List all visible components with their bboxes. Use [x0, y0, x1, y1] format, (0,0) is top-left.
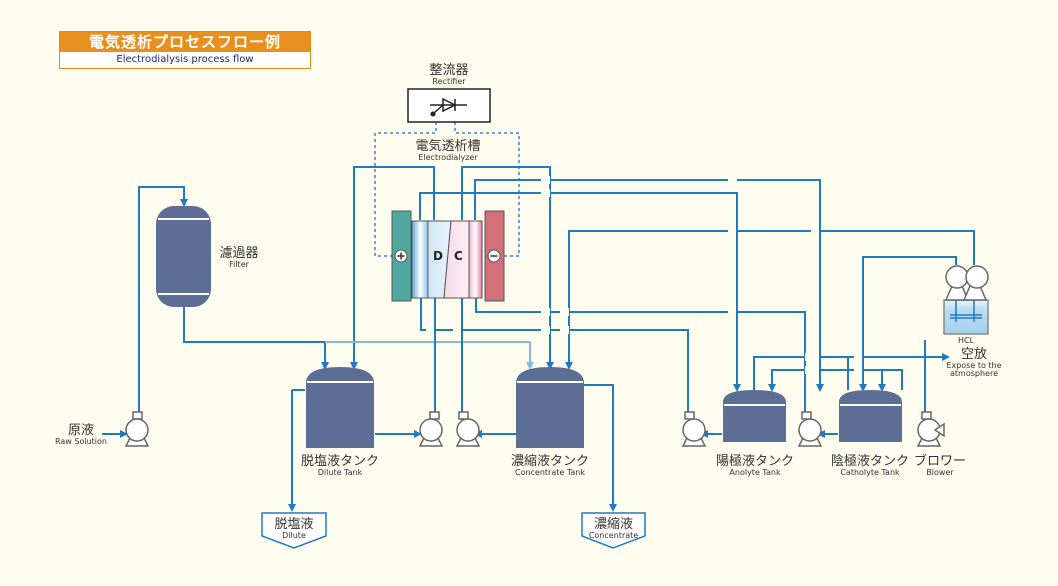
diagram-title-en: Electrodialysis process flow [116, 54, 254, 65]
blower-label-jp: ブロワー [913, 454, 966, 469]
filter-vessel [156, 206, 211, 307]
electrodialyzer-label: 電気透析槽 Electrodialyzer [398, 140, 498, 162]
vent-label-jp: 空放 [960, 347, 987, 362]
raw-solution-pump-icon [124, 411, 150, 447]
hcl-pump-icon [944, 265, 989, 301]
anolyte-tank-label: 陽極液タンク Anolyte Tank [705, 455, 805, 477]
anolyte-pump-icon [681, 411, 707, 447]
concentrate-output-label-en: Concentrate [588, 531, 639, 540]
dilute-output-label-jp: 脱塩液 [274, 517, 314, 532]
anolyte-tank [723, 390, 786, 442]
concentrate-output-label-jp: 濃縮液 [593, 517, 633, 532]
diagram-title-box: 電気透析プロセスフロー例 Electrodialysis process flo… [59, 31, 311, 69]
rectifier-label-en: Rectifier [432, 77, 466, 86]
vent-label: 空放 Expose to the atmosphere [938, 348, 1010, 378]
dilute-cell-label: D [433, 249, 443, 263]
rectifier-signal-lines [374, 122, 520, 257]
rectifier-label-jp: 整流器 [429, 63, 469, 78]
anolyte-tank-label-jp: 陽極液タンク [715, 454, 794, 469]
concentrate-tank-label: 濃縮液タンク Concentrate Tank [500, 455, 600, 477]
filter-label: 濾過器 Filter [214, 247, 264, 269]
dilute-output-label: 脱塩液 Dilute [262, 518, 326, 540]
dilute-tank-label: 脱塩液タンク Dilute Tank [290, 455, 390, 477]
catholyte-tank [839, 390, 902, 442]
hcl-tank [943, 265, 989, 335]
pipe-overflow [325, 341, 534, 370]
diagram-title-jp: 電気透析プロセスフロー例 [60, 32, 310, 52]
dilute-output-marker [261, 512, 327, 549]
dilute-tank-label-en: Dilute Tank [317, 468, 363, 477]
concentrate-tank [516, 367, 584, 448]
raw-solution-label-jp: 原液 [67, 423, 94, 438]
dilute-pump-icon [418, 411, 444, 447]
concentrate-tank-label-en: Concentrate Tank [514, 468, 586, 477]
rectifier [407, 88, 491, 123]
electrodialyzer-label-jp: 電気透析槽 [415, 139, 481, 154]
raw-solution-arrow [102, 430, 128, 438]
electrodialyzer-label-en: Electrodialyzer [418, 153, 478, 162]
hcl-label: HCL [957, 336, 975, 345]
pipe-concentrate-out [583, 384, 617, 512]
pipe-catholyte-pump-to-ed [472, 286, 806, 418]
pipe-raw-to-filter [138, 186, 188, 418]
concentrate-pump-icon [455, 411, 481, 447]
anolyte-tank-label-en: Anolyte Tank [729, 468, 781, 477]
thyristor-icon [430, 97, 467, 117]
pipe-filter-to-dilute [183, 307, 329, 370]
rectifier-label: 整流器 Rectifier [408, 64, 490, 86]
blower-label: ブロワー Blower [908, 455, 972, 477]
pipe-anolyte-pump-to-ed [417, 286, 689, 418]
catholyte-pump-icon [797, 411, 823, 447]
pipe-anolyte-crossfeed [768, 369, 903, 392]
raw-solution-label: 原液 Raw Solution [46, 424, 116, 446]
concentrate-tank-label-jp: 濃縮液タンク [510, 454, 589, 469]
vent-label-en: Expose to the atmosphere [946, 361, 1002, 378]
concentrate-output-label: 濃縮液 Concentrate [582, 518, 645, 540]
catholyte-tank-label: 陰極液タンク Catholyte Tank [820, 455, 920, 477]
catholyte-tank-label-en: Catholyte Tank [840, 468, 900, 477]
dilute-output-label-en: Dilute [282, 531, 306, 540]
raw-solution-label-en: Raw Solution [55, 437, 107, 446]
concentrate-output-marker [581, 512, 646, 549]
filter-label-jp: 濾過器 [219, 246, 259, 261]
dilute-tank-label-jp: 脱塩液タンク [300, 454, 379, 469]
filter-label-en: Filter [229, 260, 249, 269]
blower-icon [916, 411, 945, 447]
pumps [124, 411, 945, 447]
concentrate-cell-label: C [454, 249, 463, 263]
pipe-vent [753, 353, 950, 390]
pipe-crossing-gaps [426, 176, 863, 374]
blower-label-en: Blower [926, 468, 954, 477]
dilute-tank [306, 367, 374, 448]
electrodialyzer [391, 210, 505, 302]
catholyte-tank-label-jp: 陰極液タンク [830, 454, 909, 469]
pipe-hcl-to-concentrate [565, 230, 975, 370]
